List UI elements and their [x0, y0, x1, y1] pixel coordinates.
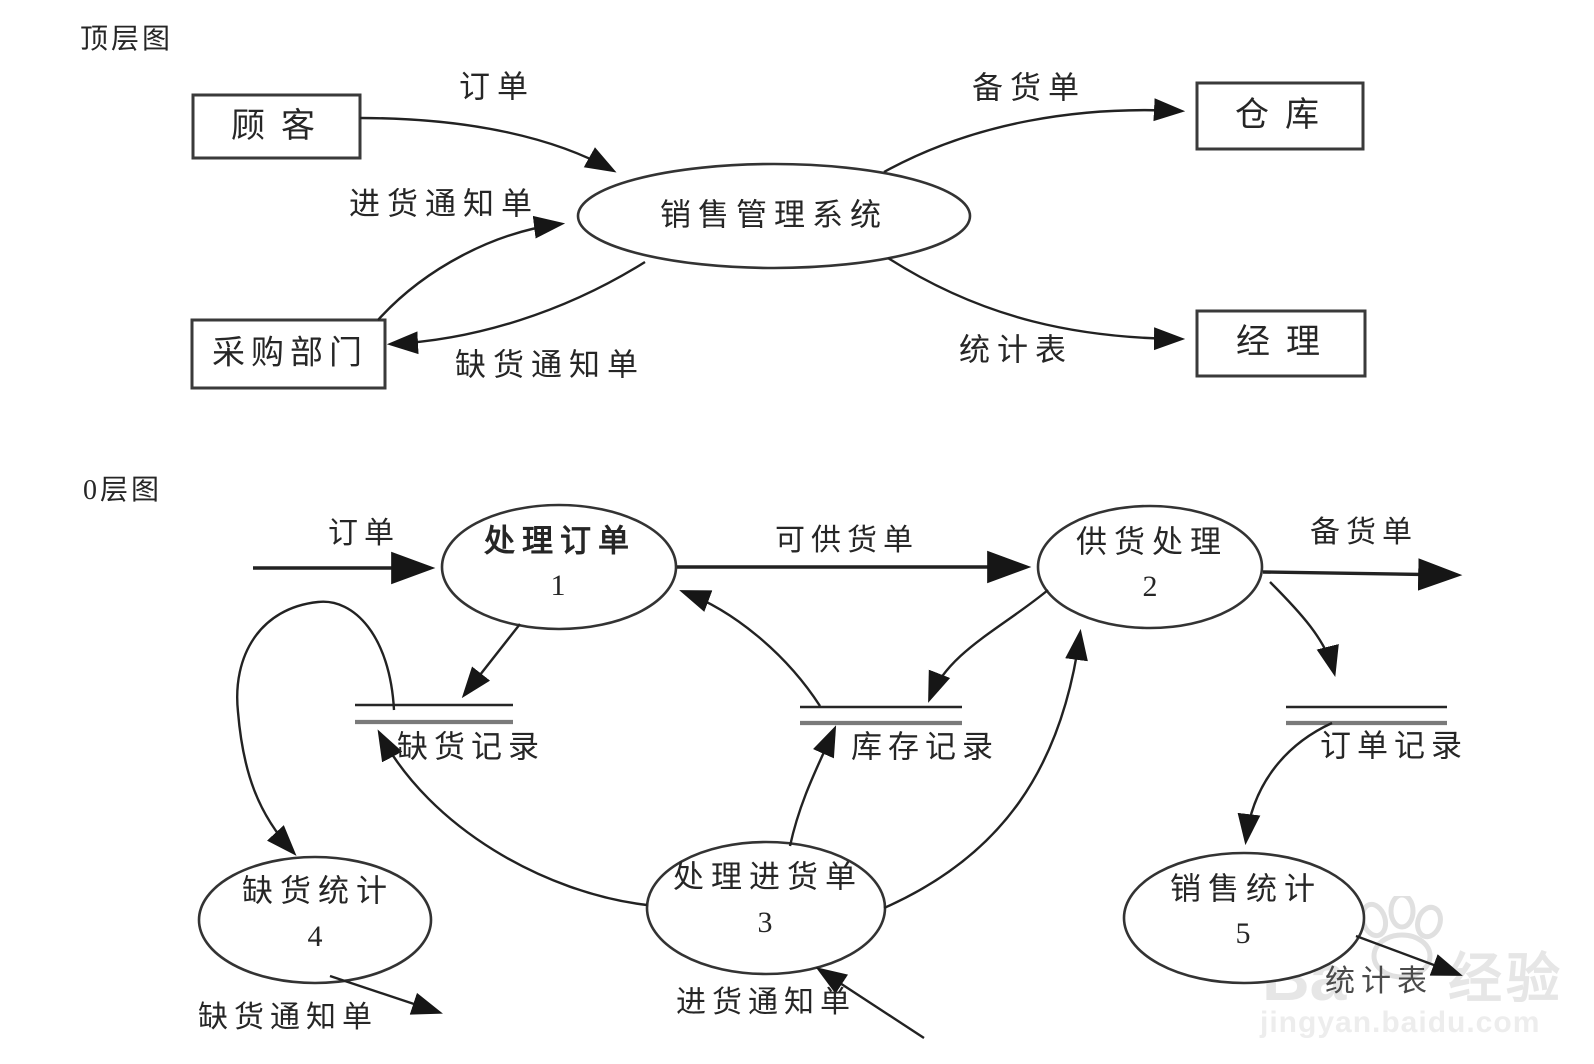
- flow-statistics-label: 统计表: [959, 332, 1073, 368]
- flow-shortage-notice-arrow: [386, 260, 646, 355]
- store-order-record-label: 订单记录: [1320, 728, 1468, 764]
- l0-flow-statistics-label: 统计表: [1325, 965, 1433, 998]
- flow-stock-list-arrow: [883, 98, 1186, 174]
- watermark-brand-cn: 经验: [1448, 949, 1564, 1009]
- p1-to-shortage-store-arrow: [461, 623, 521, 699]
- process-4-ellipse: [197, 855, 433, 985]
- process-4-number: 4: [307, 920, 323, 953]
- p3-to-p2-arrow: [883, 628, 1088, 910]
- system-process-ellipse: [576, 162, 972, 270]
- process-5-ellipse: [1122, 851, 1366, 985]
- flow-purchase-notice-arrow: [377, 215, 566, 321]
- manager-entity-box: [1195, 309, 1367, 378]
- l0-flow-purchase-notice-label: 进货通知单: [676, 986, 856, 1019]
- purchasing-dept-entity-box: [190, 318, 387, 390]
- process-4-label: 缺货统计: [242, 873, 394, 909]
- p2-to-inventory-store-arrow: [928, 589, 1049, 703]
- flow-purchase-notice-label: 进货通知单: [349, 186, 539, 222]
- process-2-label: 供货处理: [1076, 524, 1228, 560]
- customer-entity-box: [191, 93, 362, 160]
- process-3-number: 3: [757, 906, 773, 939]
- process-3-label: 处理进货单: [673, 859, 863, 895]
- process-1-ellipse: [440, 503, 678, 631]
- warehouse-entity-label: 仓库: [1235, 97, 1335, 134]
- flow-order-arrow: [359, 116, 617, 173]
- purchasing-dept-entity-label: 采购部门: [212, 335, 368, 372]
- process-5-number: 5: [1235, 917, 1251, 950]
- system-process-label: 销售管理系统: [660, 197, 888, 233]
- l0-flow-stock-list-arrow: [1262, 558, 1463, 591]
- process-2-ellipse: [1036, 504, 1264, 630]
- customer-entity-label: 顾客: [231, 108, 331, 145]
- flow-order-label: 订单: [459, 69, 535, 105]
- shortage-store-to-p4-arrow: [236, 600, 396, 856]
- l0-flow-stock-list-label: 备货单: [1310, 516, 1418, 549]
- p4-shortage-notice-out-arrow: [329, 974, 443, 1015]
- l0-flow-available-list-label: 可供货单: [775, 524, 919, 557]
- p2-to-order-store-arrow: [1269, 581, 1339, 678]
- level0-diagram-title: 0层图: [83, 475, 163, 506]
- p3-to-inventory-store-arrow: [788, 725, 837, 847]
- p5-statistics-out-arrow: [1355, 934, 1463, 976]
- top-diagram-title: 顶层图: [80, 24, 174, 55]
- l0-flow-shortage-notice-label: 缺货通知单: [198, 1001, 378, 1034]
- warehouse-entity-box: [1195, 81, 1365, 151]
- process-1-number: 1: [550, 569, 566, 602]
- manager-entity-label: 经理: [1236, 324, 1336, 361]
- purchase-notice-in-arrow: [815, 967, 925, 1040]
- process-5-label: 销售统计: [1170, 871, 1322, 907]
- process-1-label: 处理订单: [484, 523, 636, 559]
- inventory-store-to-p1-arrow: [679, 590, 822, 707]
- store-shortage-record-label: 缺货记录: [397, 729, 545, 765]
- flow-stock-list-label: 备货单: [972, 70, 1086, 106]
- l0-flow-order-label: 订单: [328, 517, 400, 550]
- watermark-url: jingyan.baidu.com: [1260, 1006, 1541, 1039]
- store-inventory-record-label: 库存记录: [851, 729, 999, 765]
- order-store-to-p5-arrow: [1237, 721, 1333, 846]
- flow-statistics-arrow: [887, 256, 1186, 351]
- p3-to-shortage-store-arrow: [377, 729, 648, 907]
- process-2-number: 2: [1142, 570, 1158, 603]
- flow-shortage-notice-label: 缺货通知单: [455, 347, 645, 383]
